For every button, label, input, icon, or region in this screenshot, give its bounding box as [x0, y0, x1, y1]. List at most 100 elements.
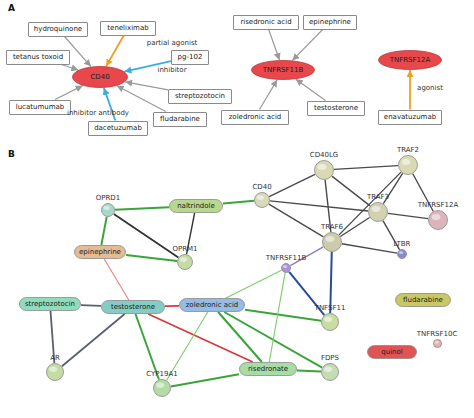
- edge-label: inhibitor antibody: [67, 110, 129, 117]
- node-label: dacetuzumab: [94, 125, 142, 132]
- shape-fill: [322, 364, 339, 381]
- interaction-arrow: [409, 70, 411, 110]
- association-line: [126, 255, 177, 261]
- shine: [434, 340, 438, 343]
- shape-fill: [433, 339, 441, 347]
- protein-node: TRAF2: [398, 155, 418, 175]
- shape-fill: [379, 51, 442, 70]
- node-label: streptozotocin: [175, 93, 225, 100]
- association-line: [165, 305, 179, 307]
- protein-node: OPRD1: [101, 203, 115, 217]
- node-label: CD40: [252, 184, 271, 191]
- drug-box: lucatumumab: [9, 100, 71, 115]
- node-label: tetanus toxoid: [13, 54, 63, 61]
- node-label: teneliximab: [107, 25, 148, 32]
- interaction-arrow: [106, 36, 124, 67]
- protein-node: OPRM1: [177, 254, 193, 270]
- drug-box: streptozotocin: [168, 89, 232, 104]
- panel-letter: B: [8, 150, 15, 159]
- interaction-arrow: [269, 30, 280, 61]
- interaction-arrow: [259, 80, 277, 110]
- circ-outline: [153, 379, 171, 397]
- node-label: CD40LG: [310, 152, 339, 159]
- shape-fill: [102, 204, 115, 217]
- association-line: [226, 270, 282, 298]
- edge-label: partial agonist: [147, 40, 198, 47]
- shape-fill: [252, 61, 315, 80]
- protein-node: LTBR: [397, 249, 407, 259]
- association-line: [339, 172, 401, 235]
- edge-label: agonist: [417, 85, 443, 92]
- circ-outline: [281, 263, 291, 273]
- target-ellipse: TNFRSF11B: [251, 60, 315, 80]
- node-label: TNFRSF11B: [266, 255, 307, 262]
- node-label: TRAF3: [367, 194, 389, 201]
- node-label: zoledronic acid: [186, 302, 239, 309]
- node-label: CD40: [90, 74, 109, 81]
- node-label: naltrindole: [177, 203, 215, 210]
- association-line: [101, 217, 106, 245]
- association-line: [218, 312, 262, 362]
- protein-node: TNFRSF12A: [428, 210, 448, 230]
- interaction-arrow: [55, 86, 83, 100]
- shape-fill: [178, 255, 193, 270]
- protein-node: TNFRSF11B: [281, 263, 291, 273]
- drug-box: risedronic acid: [233, 15, 299, 30]
- shine: [324, 317, 332, 322]
- shape-fill: [170, 200, 223, 213]
- shape-fill: [396, 294, 451, 307]
- protein-node: FDPS: [321, 363, 339, 381]
- chemical-node: testosterone: [101, 300, 165, 314]
- protein-node: CD40: [254, 192, 270, 208]
- chemical-node: fludarabine: [395, 293, 451, 307]
- association-line: [269, 204, 324, 237]
- chemical-node: epinephrine: [74, 245, 126, 259]
- shine: [372, 206, 381, 212]
- shine: [283, 265, 287, 268]
- shape-fill: [368, 346, 417, 359]
- node-label: quinol: [381, 349, 403, 356]
- shape-fill: [323, 233, 342, 252]
- protein-node: CD40LG: [314, 160, 334, 180]
- shape-fill: [398, 250, 407, 259]
- node-label: TNFRSF12A: [390, 57, 431, 64]
- drug-box: enavatuzumab: [378, 110, 442, 125]
- association-line: [334, 166, 398, 170]
- association-line: [171, 374, 239, 386]
- drug-box: zoledronic acid: [221, 110, 289, 125]
- interaction-arrow: [117, 86, 166, 112]
- circ-outline: [321, 363, 339, 381]
- circ-outline: [397, 249, 407, 259]
- node-label: hydroquinone: [34, 26, 82, 33]
- node-label: OPRM1: [172, 246, 197, 253]
- drug-box: dacetuzumab: [88, 121, 148, 136]
- chemical-node: naltrindole: [169, 199, 223, 213]
- circ-outline: [428, 210, 448, 230]
- node-label: enavatuzumab: [384, 114, 436, 121]
- interaction-arrow: [296, 79, 326, 100]
- shape-fill: [47, 364, 64, 381]
- protein-node: TNFRSF10C: [433, 339, 442, 348]
- association-line: [81, 304, 101, 307]
- shine: [257, 195, 264, 200]
- shine: [326, 236, 335, 242]
- shine: [104, 206, 110, 210]
- node-label: AR: [50, 355, 60, 362]
- shape-fill: [315, 161, 334, 180]
- association-line: [115, 207, 169, 209]
- drug-box: pg-102: [171, 50, 209, 65]
- shape-fill: [255, 193, 270, 208]
- protein-node: AR: [46, 363, 64, 381]
- circ-outline: [322, 232, 342, 252]
- node-label: streptozotocin: [25, 301, 75, 308]
- drug-box: fludarabine: [153, 112, 207, 127]
- shape-fill: [154, 380, 171, 397]
- node-label: TNFSF11: [315, 305, 346, 312]
- shape-fill: [240, 363, 297, 376]
- shine: [318, 164, 327, 170]
- association-line: [332, 176, 370, 206]
- node-label: fludarabine: [403, 297, 443, 304]
- protein-node: CYP19A1: [153, 379, 171, 397]
- association-line: [62, 314, 125, 366]
